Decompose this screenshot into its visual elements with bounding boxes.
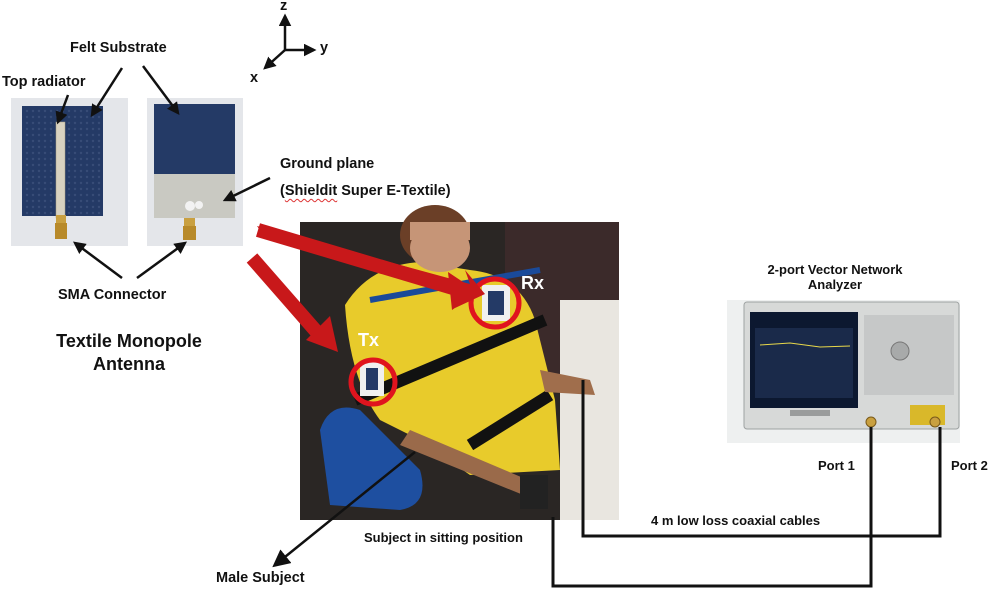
- male-subject-label: Male Subject: [216, 570, 305, 586]
- red-arrow-to-tx: [246, 253, 338, 352]
- axes-icon: [263, 13, 317, 70]
- antenna-back-photo: [147, 98, 243, 246]
- ground-plane-material-label: (Shieldit Super E-Textile): [280, 183, 451, 199]
- coaxial-cables: [551, 380, 942, 588]
- sma-connector-label: SMA Connector: [58, 287, 167, 303]
- sma-arrow-right: [136, 241, 188, 280]
- tx-label: Tx: [358, 330, 380, 350]
- sitting-position-label: Subject in sitting position: [364, 530, 523, 545]
- male-subject-arrow: [272, 451, 416, 568]
- vna-title: 2-port Vector Network Analyzer: [760, 262, 910, 292]
- rx-highlight-circle: [468, 276, 522, 330]
- axis-z-label: z: [280, 0, 288, 14]
- radiator-arrow: [55, 94, 70, 125]
- top-radiator-label: Top radiator: [2, 74, 86, 90]
- ground-plane-paren: (: [280, 183, 285, 199]
- felt-substrate-label: Felt Substrate: [70, 40, 167, 56]
- felt-arrow-left: [90, 67, 124, 118]
- antenna-caption: Textile Monopole Antenna: [36, 331, 222, 375]
- vna-title-line1: 2-port Vector Network: [767, 262, 903, 277]
- vna-title-line2: Analyzer: [807, 277, 863, 292]
- ground-plane-rest: Super E-Textile): [337, 183, 451, 199]
- sma-arrow-left: [72, 241, 123, 280]
- antenna-front-photo: [11, 98, 128, 246]
- port2-label: Port 2: [951, 458, 988, 473]
- axis-x-label: x: [250, 70, 259, 86]
- antenna-caption-line1: Textile Monopole: [56, 331, 202, 351]
- ground-plane-arrow: [222, 176, 271, 202]
- axis-y-label: y: [320, 40, 329, 56]
- ground-plane-label: Ground plane: [280, 156, 375, 172]
- rx-label: Rx: [521, 273, 545, 293]
- coaxial-cables-label: 4 m low loss coaxial cables: [651, 513, 821, 528]
- vna-photo: [727, 300, 960, 443]
- port1-label: Port 1: [818, 458, 855, 473]
- felt-arrow-right: [141, 65, 180, 116]
- tx-highlight-circle: [348, 357, 398, 407]
- antenna-caption-line2: Antenna: [93, 354, 165, 374]
- ground-plane-brand: Shieldit: [284, 183, 338, 199]
- red-arrow-to-rx: [256, 223, 485, 310]
